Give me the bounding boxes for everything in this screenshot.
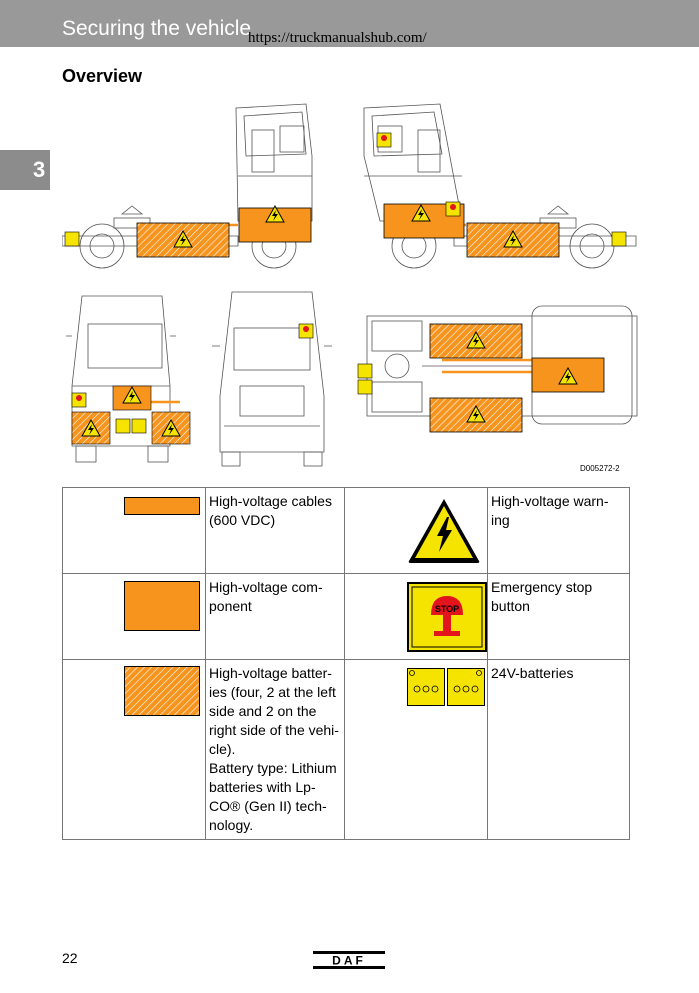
symbol-cell	[344, 487, 488, 574]
legend-text: Emergency stop button	[487, 573, 630, 660]
legend-text: 24V-batteries	[487, 659, 630, 840]
symbol-cell	[62, 659, 206, 840]
emergency-stop-icon	[407, 582, 487, 652]
symbol-cell	[62, 573, 206, 660]
24v-battery-rear-2	[131, 418, 147, 434]
hv-warning-icon	[408, 499, 480, 563]
stop-label: STOP	[434, 604, 460, 614]
table-row: High-voltage batter-ies (four, 2 at the …	[62, 659, 630, 840]
header-bar	[0, 0, 699, 47]
24v-battery-left	[64, 231, 80, 247]
table-row: High-voltage cables (600 VDC) High-volta…	[62, 487, 630, 574]
header-url[interactable]: https://truckmanualshub.com/	[248, 30, 427, 46]
legend-text: High-voltage cables (600 VDC)	[205, 487, 345, 574]
24v-battery-icon	[407, 668, 485, 706]
symbol-cell: STOP	[344, 573, 488, 660]
chapter-tab	[0, 150, 50, 190]
svg-text:DAF: DAF	[332, 954, 366, 968]
24v-battery-top-2	[357, 379, 373, 395]
legend-text: High-voltage warn-ing	[487, 487, 630, 574]
legend-text: High-voltage batter-ies (four, 2 at the …	[205, 659, 345, 840]
hv-battery-rear-right	[151, 411, 191, 445]
symbol-cell	[344, 659, 488, 840]
chapter-number: 3	[33, 157, 46, 182]
hv-battery-icon	[124, 666, 200, 716]
truck-front-view	[212, 291, 332, 467]
header-title: Securing the vehicle	[62, 17, 252, 40]
section-heading: Overview	[62, 66, 143, 86]
24v-battery-top-1	[357, 363, 373, 379]
legend-table: High-voltage cables (600 VDC) High-volta…	[62, 487, 630, 840]
legend-text: High-voltage com-ponent	[205, 573, 345, 660]
table-row: High-voltage com-ponent STOP Emergency s…	[62, 573, 630, 660]
vehicle-overview-figure	[62, 96, 642, 468]
hv-cable-icon	[124, 497, 200, 515]
daf-logo-icon: DAF	[313, 951, 385, 969]
symbol-cell	[62, 487, 206, 574]
24v-battery-rear-1	[115, 418, 131, 434]
24v-battery-right	[611, 231, 627, 247]
page-number: 22	[62, 950, 78, 966]
figure-reference: D005272-2	[580, 464, 620, 473]
hv-battery-top-left	[429, 323, 523, 359]
hv-component-icon	[124, 581, 200, 631]
